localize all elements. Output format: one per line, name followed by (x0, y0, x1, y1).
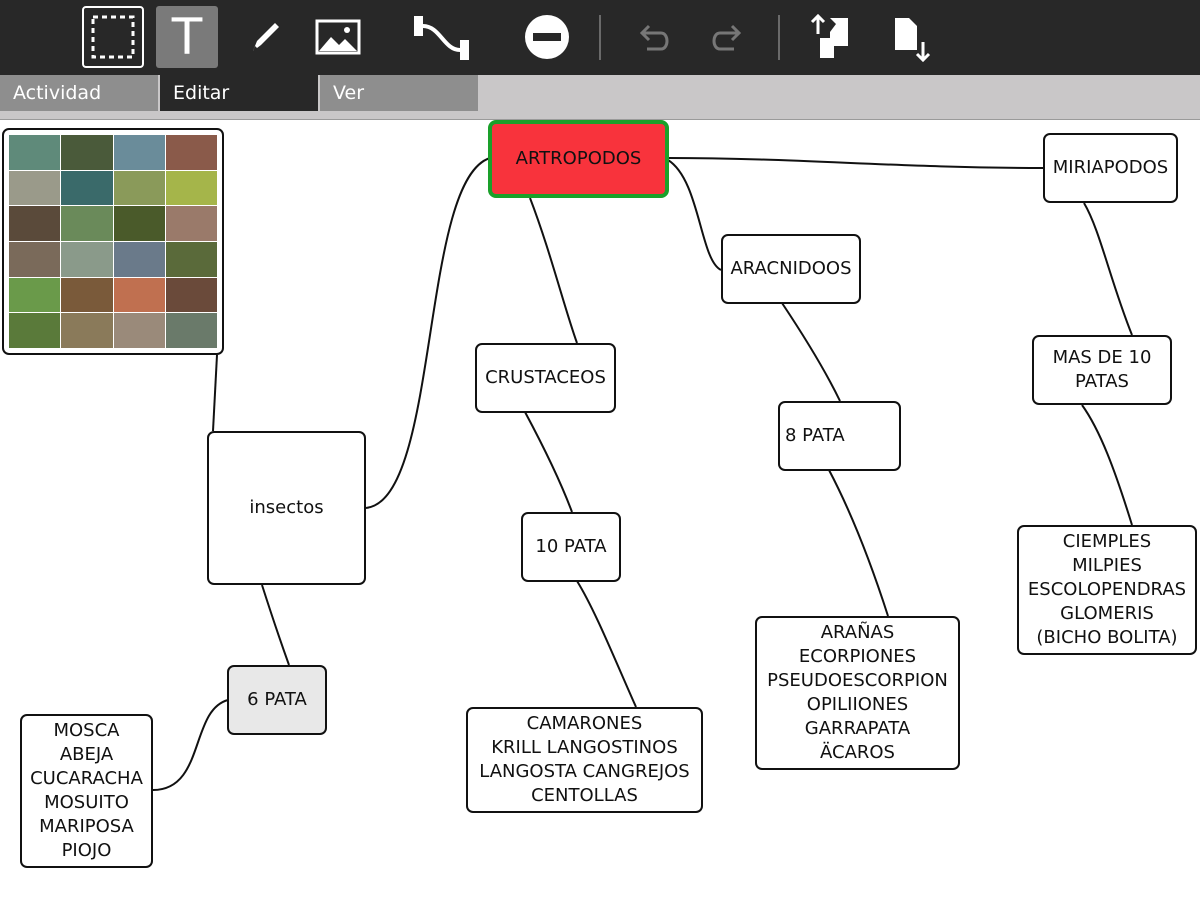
link-6pata-list (152, 699, 229, 791)
node-miriapodos[interactable]: MIRIAPODOS (1043, 133, 1178, 203)
image-tool-button[interactable] (307, 6, 369, 68)
undo-button[interactable] (622, 6, 684, 68)
link-aracnidoos-8pata (781, 302, 841, 402)
link-10pata-list (576, 580, 637, 708)
tab-actividad[interactable]: Actividad (0, 75, 158, 111)
delete-tool-button[interactable] (516, 6, 578, 68)
node-insectos[interactable]: insectos (207, 431, 366, 585)
insect-photo-node[interactable] (2, 128, 224, 355)
import-icon (810, 13, 848, 58)
node-miriapodos-list[interactable]: CIEMPLES MILPIES ESCOLOPENDRAS GLOMERIS … (1017, 525, 1197, 655)
connection-lines (152, 157, 1133, 791)
link-artropodos-miriapodos (667, 157, 1044, 169)
node-mas-de-10-patas[interactable]: MAS DE 10 PATAS (1032, 335, 1172, 405)
node-artropodos[interactable]: ARTROPODOS (488, 120, 669, 198)
link-8pata-list (828, 469, 889, 617)
link-photo-insectos (212, 354, 218, 432)
toolbar-separator (599, 15, 601, 60)
link-crustaceos-10pata (524, 411, 573, 513)
text-t-icon: T (171, 8, 203, 66)
node-aracnidos-list[interactable]: ARAÑAS ECORPIONES PSEUDOESCORPION OPILII… (755, 616, 960, 770)
connector-icon (414, 16, 469, 60)
tab-bar: Actividad Editar Ver (0, 75, 1200, 120)
node-6-pata[interactable]: 6 PATA (227, 665, 327, 735)
node-8-pata[interactable]: 8 PATA (778, 401, 901, 471)
pen-tool-button[interactable] (232, 6, 294, 68)
node-10-pata[interactable]: 10 PATA (521, 512, 621, 582)
link-tool-button[interactable] (410, 6, 472, 68)
mind-map-canvas[interactable]: ARTROPODOS MIRIAPODOS ARACNIDOOS CRUSTAC… (0, 120, 1200, 900)
redo-button[interactable] (697, 6, 759, 68)
undo-icon (639, 24, 669, 51)
dashed-rectangle-icon (91, 15, 135, 59)
redo-icon (712, 24, 742, 51)
link-artropodos-aracnidoos (667, 159, 722, 271)
import-button[interactable] (800, 6, 862, 68)
text-tool-button[interactable]: T (156, 6, 218, 68)
node-crustaceos-list[interactable]: CAMARONES KRILL LANGOSTINOS LANGOSTA CAN… (466, 707, 703, 813)
select-tool-button[interactable] (82, 6, 144, 68)
toolbar-separator (778, 15, 780, 60)
link-insectos-6pata (261, 584, 290, 666)
insect-photo-collage-icon (9, 135, 217, 348)
picture-icon (315, 19, 361, 55)
minus-circle-icon (525, 15, 569, 59)
export-button[interactable] (877, 6, 939, 68)
pencil-icon (253, 23, 279, 51)
link-artropodos-crustaceos (529, 197, 578, 344)
link-artropodos-insectos (365, 157, 491, 509)
tab-editar[interactable]: Editar (160, 75, 318, 111)
link-masde10-list (1081, 404, 1133, 526)
node-aracnidoos[interactable]: ARACNIDOOS (721, 234, 861, 304)
node-insectos-list[interactable]: MOSCA ABEJA CUCARACHA MOSUITO MARIPOSA P… (20, 714, 153, 868)
main-toolbar: T (0, 0, 1200, 75)
tab-ver[interactable]: Ver (320, 75, 478, 111)
link-miriapodos-masde10 (1083, 202, 1133, 336)
node-crustaceos[interactable]: CRUSTACEOS (475, 343, 616, 413)
export-icon (895, 18, 931, 62)
